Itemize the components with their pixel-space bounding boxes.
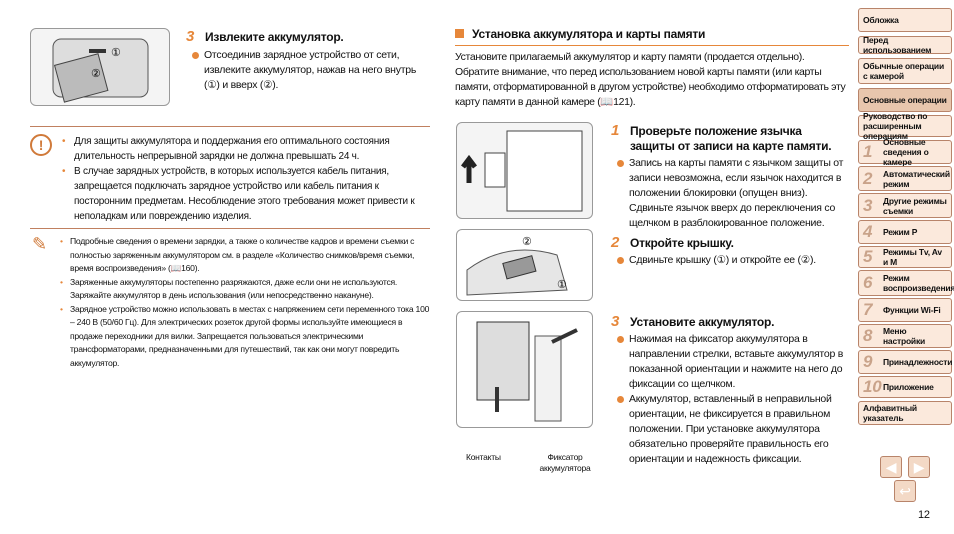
prev-page-button[interactable]: ◀: [880, 456, 902, 478]
sidebar-item-label: Режим P: [883, 227, 918, 237]
sidebar-item[interactable]: 6 Режим воспроизведения: [858, 270, 954, 296]
sidebar-item[interactable]: 2 Автоматический режим: [858, 166, 952, 191]
sidebar-item-label: Перед использованием: [863, 35, 932, 55]
step-title: Откройте крышку.: [630, 236, 734, 250]
note-item: Зарядное устройство можно использовать в…: [60, 303, 430, 371]
sidebar-item-label: Обычные операции с камерой: [863, 61, 944, 81]
warning-item: В случае зарядных устройств, в которых и…: [62, 164, 430, 224]
sidebar-item-label: Режимы Tv, Av и M: [883, 247, 942, 267]
sidebar-item[interactable]: 9 Принадлежности: [858, 350, 952, 374]
sidebar-item[interactable]: 1 Основные сведения о камере: [858, 137, 952, 167]
sidebar-item-label: Алфавитный указатель: [863, 403, 917, 423]
chapter-number: 1: [863, 142, 873, 161]
intro-text: Установите прилагаемый аккумулятор и кар…: [455, 51, 846, 108]
sidebar-item-label: Другие режимы съемки: [883, 195, 947, 216]
memory-card-illustration: [456, 122, 593, 219]
sidebar-item[interactable]: Обычные операции с камерой: [858, 58, 952, 84]
sidebar-item-label: Основные сведения о камере: [883, 137, 929, 167]
svg-text:②: ②: [91, 68, 101, 80]
chapter-number: 2: [863, 168, 873, 188]
chapter-number: 9: [863, 352, 873, 371]
insert-battery-illustration: [456, 311, 593, 428]
sidebar-item[interactable]: 5 Режимы Tv, Av и M: [858, 246, 952, 268]
step-bullet: Нажимая на фиксатор аккумулятора в напра…: [617, 332, 849, 392]
sidebar-item-label: Автоматический режим: [883, 168, 950, 189]
return-button[interactable]: ↩: [894, 480, 916, 502]
section-marker-icon: [455, 29, 464, 38]
chapter-number: 3: [863, 195, 873, 215]
step-title: Проверьте положение язычка защиты от зап…: [630, 124, 832, 153]
sidebar-item-label: Руководство по расширенным операциям: [863, 111, 928, 141]
sidebar-item-label: Режим воспроизведения: [883, 273, 954, 293]
sidebar-item[interactable]: 7 Функции Wi-Fi: [858, 298, 952, 322]
sidebar-item-label: Принадлежности: [883, 357, 953, 367]
note-item: Подробные сведения о времени зарядки, а …: [60, 235, 430, 276]
chapter-number: 8: [863, 326, 873, 345]
sidebar-item[interactable]: 4 Режим P: [858, 220, 952, 244]
sidebar-item[interactable]: 3 Другие режимы съемки: [858, 193, 952, 218]
warning-item: Для защиты аккумулятора и поддержания ег…: [62, 134, 430, 164]
section-title: Установка аккумулятора и карты памяти: [472, 27, 706, 41]
note-item: Заряженные аккумуляторы постепенно разря…: [60, 276, 430, 303]
chapter-number: 5: [863, 247, 873, 266]
latch-label: Фиксатор аккумулятора: [539, 452, 591, 473]
sidebar-item[interactable]: Основные операции: [858, 88, 952, 112]
step-number: 2: [611, 234, 620, 251]
warning-icon: !: [30, 134, 52, 156]
svg-text:①: ①: [111, 47, 121, 59]
sidebar-item-label: Основные операции: [863, 95, 947, 105]
page-number: 12: [918, 509, 930, 521]
step-number: 1: [611, 122, 620, 139]
chapter-number: 6: [863, 273, 873, 292]
chapter-number: 10: [863, 377, 882, 396]
contacts-label: Контакты: [466, 452, 501, 462]
next-page-button[interactable]: ▶: [908, 456, 930, 478]
step-title: Установите аккумулятор.: [630, 315, 775, 329]
step-bullet: Сдвиньте крышку (①) и откройте ее (②).: [617, 253, 849, 268]
sidebar-item-label: Обложка: [863, 15, 899, 25]
chapter-number: 4: [863, 222, 873, 241]
chapter-number: 7: [863, 300, 873, 319]
step-number: 3: [186, 28, 195, 45]
sidebar-item-label: Приложение: [883, 382, 934, 392]
sidebar-item[interactable]: Обложка: [858, 8, 952, 32]
step-title: Извлеките аккумулятор.: [205, 30, 344, 44]
sidebar-item[interactable]: Перед использованием: [858, 35, 952, 55]
sidebar-item-label: Функции Wi-Fi: [883, 305, 941, 315]
step-bullet: Аккумулятор, вставленный в неправильной …: [617, 392, 849, 467]
svg-text:②: ②: [522, 236, 532, 248]
sidebar-item[interactable]: Руководство по расширенным операциям: [858, 111, 952, 141]
sidebar-item-label: Меню настройки: [883, 326, 926, 346]
sidebar-item[interactable]: 8 Меню настройки: [858, 324, 952, 348]
step-number: 3: [611, 313, 620, 330]
sidebar-item[interactable]: Алфавитный указатель: [858, 401, 952, 425]
svg-text:①: ①: [557, 279, 567, 291]
step-bullet: Отсоединив зарядное устройство от сети, …: [192, 48, 418, 93]
step-bullet: Запись на карты памяти с язычком защиты …: [617, 156, 849, 231]
pencil-icon: ✎: [32, 234, 47, 254]
